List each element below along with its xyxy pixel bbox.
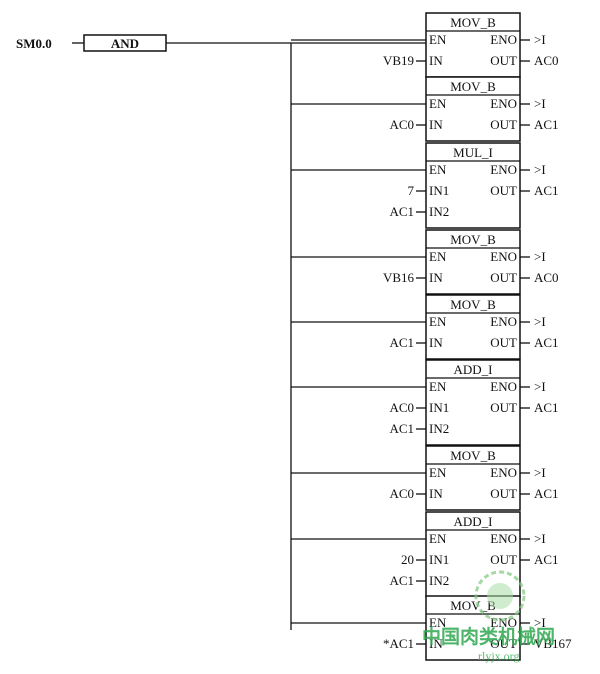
output-label: ENO (490, 32, 517, 47)
output-label: OUT (490, 636, 517, 651)
eno-output: >I (534, 465, 546, 480)
pin-label: IN2 (429, 421, 449, 436)
output-label: OUT (490, 335, 517, 350)
output-label: ENO (490, 249, 517, 264)
and-label: AND (111, 36, 139, 51)
input-operand: AC1 (389, 335, 414, 350)
block-title: MOV_B (450, 79, 496, 94)
output-operand: AC1 (534, 183, 559, 198)
watermark-site-name: 中国肉类机械网 (422, 625, 555, 648)
block-title: ADD_I (454, 362, 493, 377)
block-title: MOV_B (450, 448, 496, 463)
output-operand: AC0 (534, 53, 559, 68)
output-operand: VB167 (534, 636, 572, 651)
eno-output: >I (534, 96, 546, 111)
block-title: MUL_I (453, 145, 493, 160)
watermark-url: rlyjx.org (478, 649, 519, 663)
pin-label: EN (429, 465, 447, 480)
input-operand: VB16 (383, 270, 415, 285)
pin-label: IN (429, 335, 443, 350)
output-label: ENO (490, 531, 517, 546)
input-operand: AC0 (389, 400, 414, 415)
contact-label: SM0.0 (16, 36, 52, 51)
pin-label: IN2 (429, 573, 449, 588)
output-label: OUT (490, 486, 517, 501)
block-box (425, 294, 521, 360)
output-label: OUT (490, 117, 517, 132)
block-box (425, 142, 521, 229)
watermark-gear-icon (474, 570, 526, 622)
output-label: ENO (490, 314, 517, 329)
pin-label: EN (429, 379, 447, 394)
input-operand: AC0 (389, 117, 414, 132)
input-operand: *AC1 (383, 636, 414, 651)
output-operand: AC0 (534, 270, 559, 285)
output-label: ENO (490, 379, 517, 394)
eno-output: >I (534, 314, 546, 329)
block-box (425, 359, 521, 446)
eno-output: >I (534, 615, 546, 630)
pin-label: EN (429, 615, 447, 630)
pin-label: EN (429, 162, 447, 177)
block-title: ADD_I (454, 514, 493, 529)
input-operand: AC1 (389, 204, 414, 219)
pin-label: IN2 (429, 204, 449, 219)
eno-output: >I (534, 32, 546, 47)
pin-label: IN (429, 636, 443, 651)
pin-label: IN1 (429, 552, 449, 567)
pin-label: IN1 (429, 183, 449, 198)
input-operand: AC1 (389, 421, 414, 436)
output-label: OUT (490, 270, 517, 285)
output-operand: AC1 (534, 400, 559, 415)
output-label: ENO (490, 162, 517, 177)
pin-label: EN (429, 249, 447, 264)
block-box (425, 76, 521, 142)
output-label: ENO (490, 465, 517, 480)
output-operand: AC1 (534, 117, 559, 132)
eno-output: >I (534, 379, 546, 394)
eno-output: >I (534, 162, 546, 177)
pin-label: IN (429, 270, 443, 285)
block-title: MOV_B (450, 232, 496, 247)
block-title: MOV_B (450, 598, 496, 613)
eno-output: >I (534, 531, 546, 546)
output-operand: AC1 (534, 552, 559, 567)
pin-label: IN (429, 53, 443, 68)
pin-label: EN (429, 32, 447, 47)
pin-label: IN (429, 117, 443, 132)
output-label: OUT (490, 552, 517, 567)
pin-label: EN (429, 314, 447, 329)
watermark-gear-inner (487, 583, 513, 609)
eno-output: >I (534, 249, 546, 264)
watermark: 中国肉类机械网 rlyjx.org (422, 570, 555, 663)
block-box (425, 229, 521, 295)
block-title: MOV_B (450, 297, 496, 312)
block-box (425, 445, 521, 511)
block-box (425, 511, 521, 598)
input-operand: 20 (401, 552, 414, 567)
pin-label: EN (429, 531, 447, 546)
pin-label: IN (429, 486, 443, 501)
output-label: OUT (490, 400, 517, 415)
output-label: ENO (490, 96, 517, 111)
output-operand: AC1 (534, 335, 559, 350)
pin-label: IN1 (429, 400, 449, 415)
input-operand: 7 (408, 183, 415, 198)
output-label: OUT (490, 183, 517, 198)
output-operand: AC1 (534, 486, 559, 501)
input-operand: VB19 (383, 53, 414, 68)
input-operand: AC1 (389, 573, 414, 588)
pin-label: EN (429, 96, 447, 111)
input-operand: AC0 (389, 486, 414, 501)
block-title: MOV_B (450, 15, 496, 30)
output-label: OUT (490, 53, 517, 68)
